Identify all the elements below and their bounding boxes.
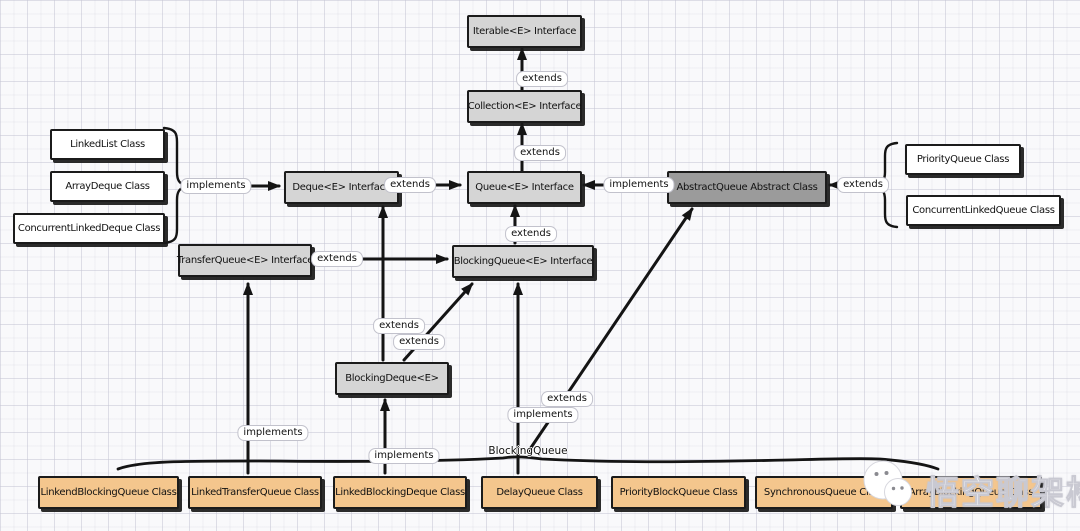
node-label: PriorityQueue Class — [916, 154, 1010, 165]
node-deque-interface: Deque<E> Interface — [284, 171, 399, 204]
edge-label-implements: implements — [180, 178, 252, 194]
node-priorityblockqueue-class: PriorityBlockQueue Class — [611, 476, 746, 509]
edge-label-implements: implements — [368, 448, 440, 464]
node-label: ArrayDeque Class — [65, 181, 150, 192]
node-linkedtransferqueue-class: LinkedTransferQueue Class — [188, 476, 322, 509]
node-linkedblockingdeque-class: LinkedBlockingDeque Class — [333, 476, 467, 509]
edge-label-extends: extends — [393, 334, 445, 350]
edge-label-extends: extends — [384, 177, 436, 193]
node-label: DelayQueue Class — [496, 487, 583, 498]
node-collection-interface: Collection<E> Interface — [467, 90, 582, 123]
node-arraydeque-class: ArrayDeque Class — [50, 171, 165, 202]
node-label: PriorityBlockQueue Class — [619, 487, 738, 498]
node-priorityqueue-class: PriorityQueue Class — [905, 144, 1021, 175]
edge-label-extends: extends — [837, 177, 889, 193]
node-label: Iterable<E> Interface — [472, 26, 577, 37]
edge-label-implements: implements — [603, 177, 675, 193]
edge-label-extends: extends — [311, 251, 363, 267]
node-concurrentlinkedqueue-class: ConcurrentLinkedQueue Class — [906, 195, 1061, 226]
node-blockingdeque-interface: BlockingDeque<E> — [335, 362, 449, 395]
node-label: Collection<E> Interface — [467, 101, 582, 112]
edge-label-extends: extends — [516, 71, 568, 87]
node-queue-interface: Queue<E> Interface — [467, 171, 582, 204]
edge-label-extends: extends — [373, 318, 425, 334]
node-abstractqueue-abstract-class: AbstractQueue Abstract Class — [667, 171, 827, 204]
watermark: 悟空聊架构 — [862, 458, 1080, 518]
node-label: LinkedList Class — [70, 139, 145, 150]
node-label: BlockingDeque<E> — [345, 373, 439, 384]
node-label: ArrayBlockingQueue Class — [908, 487, 1034, 498]
node-blockingqueue-interface: BlockingQueue<E> Interface — [452, 245, 594, 278]
node-label: LinkendBlockingQueue Class — [40, 487, 177, 498]
node-linkedlist-class: LinkedList Class — [50, 129, 165, 160]
watermark-text: 悟空聊架构 — [926, 473, 1080, 513]
edge-label-implements: implements — [507, 407, 579, 423]
node-label: LinkedBlockingDeque Class — [335, 487, 465, 498]
edge-label-extends: extends — [514, 145, 566, 161]
node-iterable-interface: Iterable<E> Interface — [467, 15, 582, 48]
node-concurrentlinkeddeque-class: ConcurrentLinkedDeque Class — [13, 213, 165, 244]
node-label: AbstractQueue Abstract Class — [676, 182, 818, 193]
edge-label-implements: implements — [237, 425, 309, 441]
node-linkendblockingqueue-class: LinkendBlockingQueue Class — [38, 476, 179, 509]
edge-label-extends: extends — [505, 226, 557, 242]
node-label: Deque<E> Interface — [292, 182, 391, 193]
node-label: BlockingQueue<E> Interface — [453, 256, 593, 267]
wechat-icon — [863, 460, 912, 506]
node-transferqueue-interface: TransferQueue<E> Interface — [176, 244, 314, 277]
node-label: ConcurrentLinkedDeque Class — [17, 223, 161, 234]
node-arrayblockingqueue-class: ArrayBlockingQueue Class — [900, 476, 1042, 509]
edge-note-blockingqueue: BlockingQueue — [488, 445, 568, 457]
node-label: TransferQueue<E> Interface — [176, 255, 314, 266]
bottom-group-brace — [116, 455, 940, 471]
edge-label-extends: extends — [541, 391, 593, 407]
node-label: Queue<E> Interface — [475, 182, 574, 193]
node-label: ConcurrentLinkedQueue Class — [912, 205, 1055, 216]
node-delayqueue-class: DelayQueue Class — [481, 476, 598, 509]
node-label: LinkedTransferQueue Class — [191, 487, 319, 498]
node-label: SynchronousQueue Class — [763, 487, 885, 498]
